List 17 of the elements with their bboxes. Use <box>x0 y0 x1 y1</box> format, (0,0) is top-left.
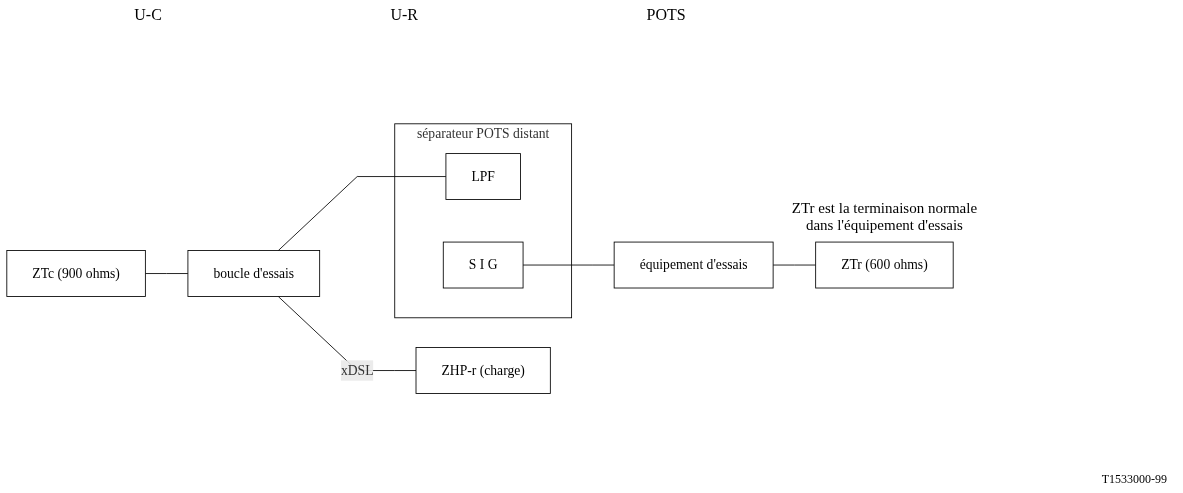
node-box: LPF <box>445 153 521 201</box>
connector <box>144 273 189 275</box>
reference-point-label: U-C <box>134 6 162 24</box>
node-box: S I G <box>442 242 524 289</box>
node-box: ZTr (600 ohms) <box>815 242 954 289</box>
reference-point-label: U-R <box>390 6 418 24</box>
node-box: boucle d'essais <box>187 250 321 298</box>
node-box: ZTc (900 ohms) <box>6 250 146 298</box>
connector <box>772 264 817 266</box>
connector <box>277 176 447 252</box>
reference-point-label: POTS <box>646 6 686 24</box>
edge-label: xDSL <box>340 363 374 378</box>
node-box: ZHP-r (charge) <box>415 347 551 395</box>
figure-code: T1533000-99 <box>1101 472 1167 486</box>
node-box: équipement d'essais <box>613 242 774 289</box>
node-note: ZTr est la terminaison normale dans l'équipement d'essais <box>790 200 979 235</box>
connector <box>522 264 615 266</box>
